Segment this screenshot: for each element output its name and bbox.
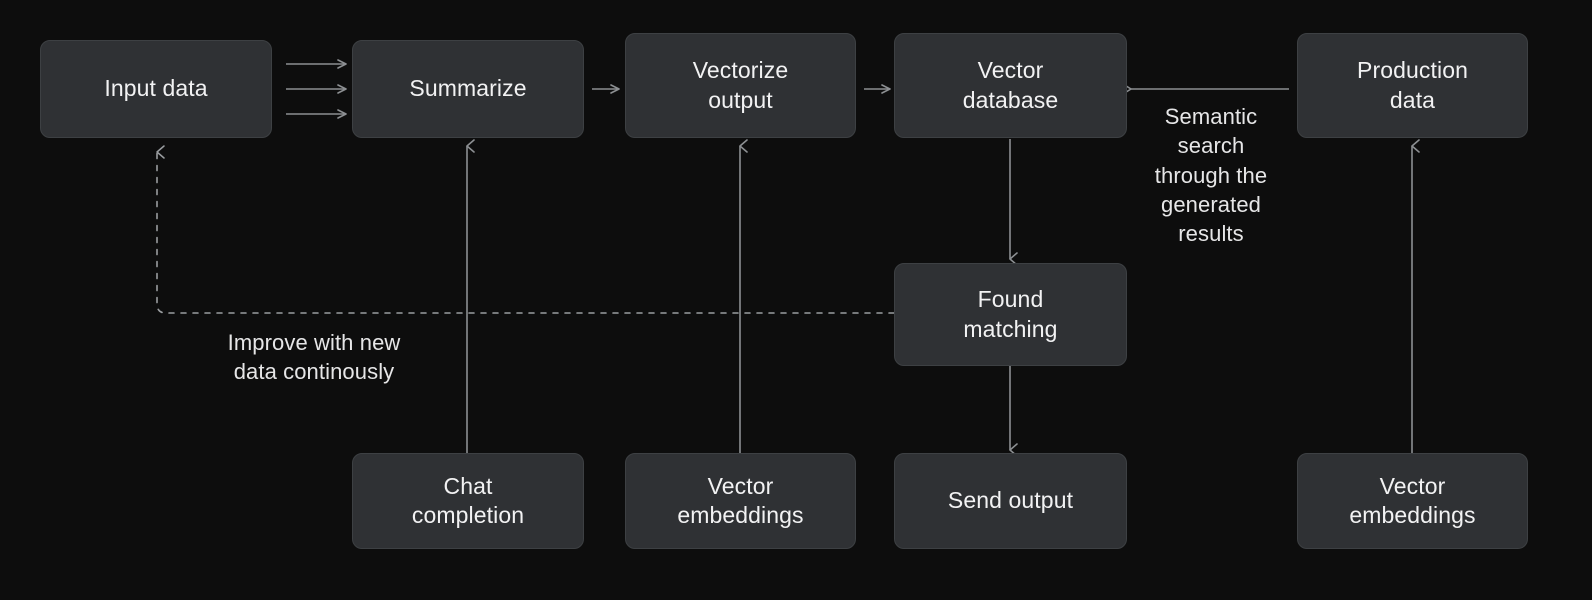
- node-vector-database[interactable]: Vector database: [894, 33, 1127, 138]
- node-label: Vectorize output: [692, 57, 789, 113]
- node-label: Summarize: [409, 75, 527, 102]
- connector-feedback-loop-dashed: [156, 145, 895, 314]
- node-input-data[interactable]: Input data: [40, 40, 272, 138]
- node-summarize[interactable]: Summarize: [352, 40, 584, 138]
- node-label: Found matching: [963, 286, 1058, 342]
- edge-label-improve-loop: Improve with new data continously: [227, 330, 401, 385]
- node-label: Vector embeddings: [1349, 472, 1476, 528]
- node-label: Chat completion: [411, 472, 525, 528]
- node-chat-completion[interactable]: Chat completion: [352, 453, 584, 549]
- node-vector-embeddings-right[interactable]: Vector embeddings: [1297, 453, 1528, 549]
- node-label: Production data: [1357, 57, 1468, 113]
- node-found-matching[interactable]: Found matching: [894, 263, 1127, 366]
- node-label: Send output: [947, 487, 1074, 514]
- node-label: Input data: [104, 75, 208, 102]
- node-vectorize-output[interactable]: Vectorize output: [625, 33, 856, 138]
- node-production-data[interactable]: Production data: [1297, 33, 1528, 138]
- node-send-output[interactable]: Send output: [894, 453, 1127, 549]
- node-vector-embeddings-middle[interactable]: Vector embeddings: [625, 453, 856, 549]
- node-label: Vector embeddings: [677, 472, 804, 528]
- edge-label-semantic-search: Semantic search through the generated re…: [1154, 104, 1268, 246]
- node-label: Vector database: [962, 57, 1059, 113]
